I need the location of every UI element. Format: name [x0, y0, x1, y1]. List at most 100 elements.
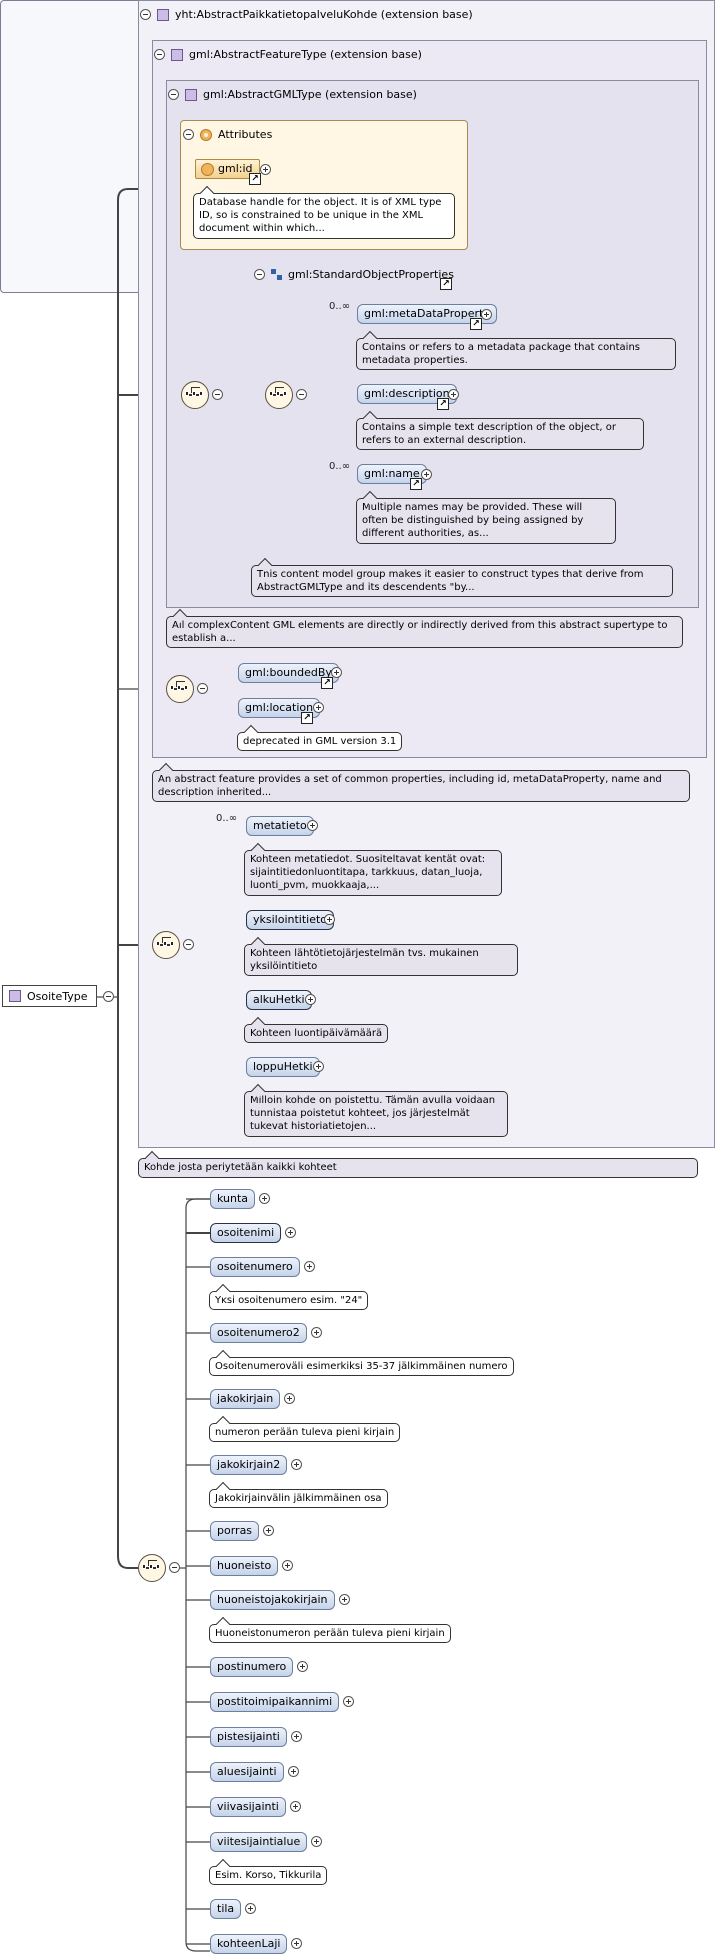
- element-osoitenumero[interactable]: osoitenumero: [210, 1257, 300, 1277]
- expand-icon[interactable]: [311, 1836, 322, 1847]
- expand-icon[interactable]: [313, 702, 324, 713]
- expand-icon[interactable]: [259, 1193, 270, 1204]
- element-gml-location[interactable]: gml:location: [238, 698, 321, 718]
- link-icon[interactable]: [437, 398, 449, 410]
- collapse-icon[interactable]: [197, 683, 208, 694]
- element-label: gml:name: [364, 467, 420, 480]
- expand-icon[interactable]: [245, 1903, 256, 1914]
- element-huoneistojakokirjain[interactable]: huoneistojakokirjain: [210, 1590, 335, 1610]
- attributes-header: Attributes: [183, 128, 272, 141]
- element-kunta[interactable]: kunta: [210, 1189, 256, 1209]
- extension-title: gml:AbstractGMLType (extension base): [203, 88, 417, 101]
- link-icon[interactable]: [440, 278, 452, 290]
- element-pistesijainti[interactable]: pistesijainti: [210, 1727, 287, 1747]
- expand-icon[interactable]: [339, 1594, 350, 1605]
- element-viivasijainti[interactable]: viivasijainti: [210, 1797, 286, 1817]
- link-icon[interactable]: [321, 677, 333, 689]
- element-metatieto[interactable]: metatieto: [246, 816, 314, 836]
- collapse-icon[interactable]: [183, 939, 194, 950]
- sequence-icon[interactable]: [181, 381, 209, 409]
- element-postitoimipaikannimi[interactable]: postitoimipaikannimi: [210, 1692, 340, 1712]
- expand-icon[interactable]: [260, 164, 271, 175]
- collapse-icon[interactable]: [140, 9, 151, 20]
- expand-icon[interactable]: [291, 1731, 302, 1742]
- multiplicity: 0..∞: [329, 461, 351, 472]
- expand-icon[interactable]: [313, 1061, 324, 1072]
- element-alkuhetki[interactable]: alkuHetki: [246, 990, 312, 1010]
- collapse-icon[interactable]: [183, 129, 194, 140]
- element-osoitenimi[interactable]: osoitenimi: [210, 1223, 282, 1243]
- extension-title: yht:AbstractPaikkatietopalveluKohde (ext…: [175, 8, 473, 21]
- expand-icon[interactable]: [331, 667, 342, 678]
- expand-icon[interactable]: [481, 309, 492, 320]
- element-porras[interactable]: porras: [210, 1521, 260, 1541]
- element-label: porras: [217, 1524, 253, 1537]
- documentation-note: Milloin kohde on poistettu. Tämän avulla…: [244, 1091, 508, 1137]
- documentation-note: Esim. Korso, Tikkurila: [209, 1866, 328, 1885]
- sequence-icon[interactable]: [265, 381, 293, 409]
- element-huoneisto[interactable]: huoneisto: [210, 1556, 279, 1576]
- extension-header: gml:AbstractGMLType (extension base): [168, 88, 417, 101]
- sequence-icon[interactable]: [152, 931, 180, 959]
- multiplicity: 0..∞: [216, 813, 238, 824]
- documentation-note: Kohteen metatiedot. Suositeltavat kentät…: [244, 850, 502, 896]
- collapse-icon[interactable]: [168, 89, 179, 100]
- element-loppuhetki[interactable]: loppuHetki: [246, 1057, 320, 1077]
- extension-header: gml:AbstractFeatureType (extension base): [154, 48, 422, 61]
- element-aluesijainti[interactable]: aluesijainti: [210, 1762, 284, 1782]
- collapse-icon[interactable]: [254, 269, 265, 280]
- link-icon[interactable]: [301, 712, 313, 724]
- expand-icon[interactable]: [304, 1261, 315, 1272]
- expand-icon[interactable]: [282, 1560, 293, 1571]
- group-title: gml:StandardObjectProperties: [288, 268, 454, 281]
- element-viitesijaintialue[interactable]: viitesijaintialue: [210, 1832, 308, 1852]
- element-yksilointitieto[interactable]: yksilointitieto: [246, 910, 335, 930]
- expand-icon[interactable]: [263, 1525, 274, 1536]
- documentation-note: Huoneistonumeron perään tuleva pieni kir…: [209, 1624, 451, 1643]
- documentation-note: Multiple names may be provided. These wi…: [356, 498, 616, 544]
- link-icon[interactable]: [249, 173, 261, 185]
- collapse-icon[interactable]: [103, 991, 114, 1002]
- element-jakokirjain2[interactable]: jakokirjain2: [210, 1455, 288, 1475]
- expand-icon[interactable]: [291, 1459, 302, 1470]
- expand-icon[interactable]: [284, 1393, 295, 1404]
- element-postinumero[interactable]: postinumero: [210, 1657, 294, 1677]
- expand-icon[interactable]: [307, 820, 318, 831]
- collapse-icon[interactable]: [212, 389, 223, 400]
- element-gml-description[interactable]: gml:description: [357, 384, 457, 404]
- expand-icon[interactable]: [343, 1696, 354, 1707]
- element-tila[interactable]: tila: [210, 1899, 242, 1919]
- expand-icon[interactable]: [305, 994, 316, 1005]
- element-gml-name[interactable]: gml:name: [357, 464, 427, 484]
- expand-icon[interactable]: [324, 914, 335, 925]
- element-label: postinumero: [217, 1660, 287, 1673]
- attribute-gml-id[interactable]: gml:id: [195, 159, 260, 179]
- root-complex-type[interactable]: OsoiteType: [2, 985, 97, 1007]
- link-icon[interactable]: [410, 478, 422, 490]
- element-gml-metadataproperty[interactable]: gml:metaDataProperty: [357, 304, 497, 324]
- sequence-icon[interactable]: [166, 675, 194, 703]
- collapse-icon[interactable]: [169, 1562, 180, 1573]
- element-gml-boundedby[interactable]: gml:boundedBy: [238, 663, 339, 683]
- expand-icon[interactable]: [290, 1801, 301, 1812]
- sequence-icon[interactable]: [138, 1554, 166, 1582]
- documentation-note: deprecated in GML version 3.1: [237, 732, 403, 751]
- collapse-icon[interactable]: [154, 49, 165, 60]
- expand-icon[interactable]: [421, 469, 432, 480]
- expand-icon[interactable]: [311, 1327, 322, 1338]
- link-icon[interactable]: [470, 318, 482, 330]
- expand-icon[interactable]: [285, 1227, 296, 1238]
- expand-icon[interactable]: [288, 1766, 299, 1777]
- expand-icon[interactable]: [291, 1938, 302, 1949]
- element-label: tila: [217, 1902, 235, 1915]
- expand-icon[interactable]: [297, 1661, 308, 1672]
- documentation-note: Contains or refers to a metadata package…: [356, 338, 676, 370]
- element-label: alkuHetki: [253, 993, 305, 1006]
- element-osoitenumero2[interactable]: osoitenumero2: [210, 1323, 307, 1343]
- element-label: yksilointitieto: [253, 913, 328, 926]
- multiplicity: 0..∞: [329, 301, 351, 312]
- element-kohteenlaji[interactable]: kohteenLaji: [210, 1934, 288, 1954]
- element-jakokirjain[interactable]: jakokirjain: [210, 1389, 281, 1409]
- expand-icon[interactable]: [448, 389, 459, 400]
- collapse-icon[interactable]: [296, 389, 307, 400]
